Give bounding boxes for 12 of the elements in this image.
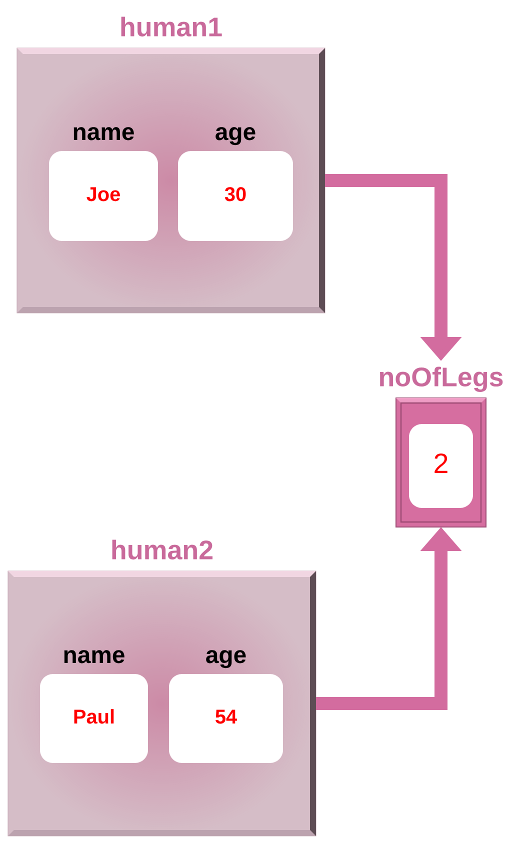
node-label: age — [216, 127, 256, 146]
node-label: age — [206, 650, 246, 668]
node-label: name — [64, 650, 124, 664]
field-box: name Joe — [49, 127, 158, 241]
field-box: age 30 — [178, 127, 293, 241]
node-label: human2 — [112, 540, 212, 560]
field-box: name Paul — [40, 650, 148, 763]
node-label: noOfLegs — [380, 366, 503, 392]
field-box: 2 — [409, 424, 473, 508]
field-box: age 54 — [169, 650, 283, 763]
node-label: human1 — [121, 16, 222, 37]
node-label: name — [74, 127, 134, 140]
